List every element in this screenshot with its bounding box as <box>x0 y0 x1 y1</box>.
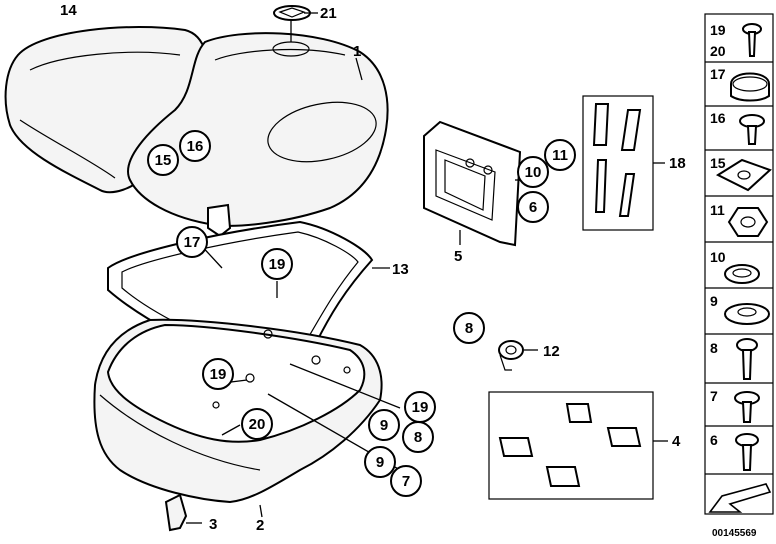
callout-5: 5 <box>454 248 462 265</box>
callout-label: 8 <box>414 429 422 446</box>
callout-3: 3 <box>209 516 217 533</box>
screw-16-icon <box>739 114 765 145</box>
sidebar-label-20: 20 <box>710 43 726 59</box>
callout-18: 18 <box>669 155 686 172</box>
sidebar-label-16: 16 <box>710 110 726 126</box>
callout-label: 16 <box>187 138 204 155</box>
callout-circle <box>453 312 485 344</box>
circled-callout-c7: 7 <box>390 465 422 497</box>
callout-label: 9 <box>380 417 388 434</box>
callout-circle <box>544 139 576 171</box>
callout-circle <box>404 391 436 423</box>
callout-circle <box>147 144 179 176</box>
circled-callout-c9a: 9 <box>368 409 400 441</box>
sidebar-label-19: 19 <box>710 22 726 38</box>
callout-circle <box>517 191 549 223</box>
sidebar-label-7: 7 <box>710 388 718 404</box>
callout-label: 6 <box>529 199 537 216</box>
circled-callout-c8b: 8 <box>453 312 485 344</box>
circled-callout-c11: 11 <box>544 139 576 171</box>
sidebar-label-9: 9 <box>710 293 718 309</box>
clip-nut-15-icon <box>715 158 772 192</box>
lid-part[interactable] <box>127 32 389 238</box>
reference-number: 00145569 <box>712 528 757 539</box>
screw-19-icon <box>742 23 762 57</box>
callout-label: 8 <box>465 320 473 337</box>
callout-circle <box>241 408 273 440</box>
callout-label: 19 <box>210 366 227 383</box>
circled-callout-c20: 20 <box>241 408 273 440</box>
sidebar-label-15: 15 <box>710 155 726 171</box>
emblem-part[interactable] <box>273 5 311 42</box>
circled-callout-c10: 10 <box>517 156 549 188</box>
callout-label: 11 <box>552 147 568 164</box>
circled-callout-c8a: 8 <box>402 421 434 453</box>
bolt-8-icon <box>736 338 758 380</box>
case-bottom-part[interactable] <box>93 318 383 504</box>
rubber-pads-panel <box>488 391 668 500</box>
bolt-7-icon <box>734 391 760 423</box>
callout-label: 10 <box>525 164 542 181</box>
callout-label: 15 <box>155 152 172 169</box>
callout-21: 21 <box>320 5 337 22</box>
circled-callout-c6: 6 <box>517 191 549 223</box>
fastener-sidebar <box>704 13 774 515</box>
washer-10-icon <box>724 264 760 284</box>
lock-module-part[interactable] <box>423 120 522 247</box>
washer-9-icon <box>724 303 770 325</box>
callout-12: 12 <box>543 343 560 360</box>
cap-17-icon <box>730 72 770 102</box>
callout-circle <box>176 226 208 258</box>
callout-13: 13 <box>392 261 409 278</box>
sidebar-label-11: 11 <box>710 202 725 218</box>
sidebar-label-8: 8 <box>710 340 718 356</box>
sidebar-label-10: 10 <box>710 249 726 265</box>
circled-callouts: 15 16 17 19 19 20 9 8 9 7 19 11 10 6 8 <box>147 130 576 497</box>
callout-label: 17 <box>184 234 201 251</box>
callout-circle <box>261 248 293 280</box>
reflector-set-panel <box>582 95 665 231</box>
circled-callout-c19b: 19 <box>202 358 234 390</box>
callout-circle <box>179 130 211 162</box>
circled-callout-c17: 17 <box>176 226 208 258</box>
plug-part[interactable] <box>164 493 188 532</box>
callout-label: 20 <box>249 416 266 433</box>
circled-callout-c19a: 19 <box>261 248 293 280</box>
callout-circle <box>364 446 396 478</box>
sidebar-label-17: 17 <box>710 66 726 82</box>
callout-label: 9 <box>376 454 384 471</box>
callout-label: 7 <box>402 473 410 490</box>
callout-circle <box>517 156 549 188</box>
lock-cylinder-part[interactable] <box>498 340 538 371</box>
sidebar-label-6: 6 <box>710 432 718 448</box>
callout-label: 19 <box>412 399 429 416</box>
circled-callout-c9b: 9 <box>364 446 396 478</box>
callout-14: 14 <box>60 2 77 19</box>
callout-circle <box>368 409 400 441</box>
callout-1: 1 <box>353 43 361 60</box>
callout-4: 4 <box>672 433 681 450</box>
callout-label: 19 <box>269 256 286 273</box>
callout-circle <box>202 358 234 390</box>
circled-callout-c15: 15 <box>147 144 179 176</box>
nut-11-icon <box>727 207 769 237</box>
bolt-6-icon <box>735 433 759 471</box>
callout-2: 2 <box>256 517 264 534</box>
direction-arrow-icon <box>708 483 772 513</box>
callout-circle <box>390 465 422 497</box>
circled-callout-c19c: 19 <box>404 391 436 423</box>
circled-callout-c16: 16 <box>179 130 211 162</box>
